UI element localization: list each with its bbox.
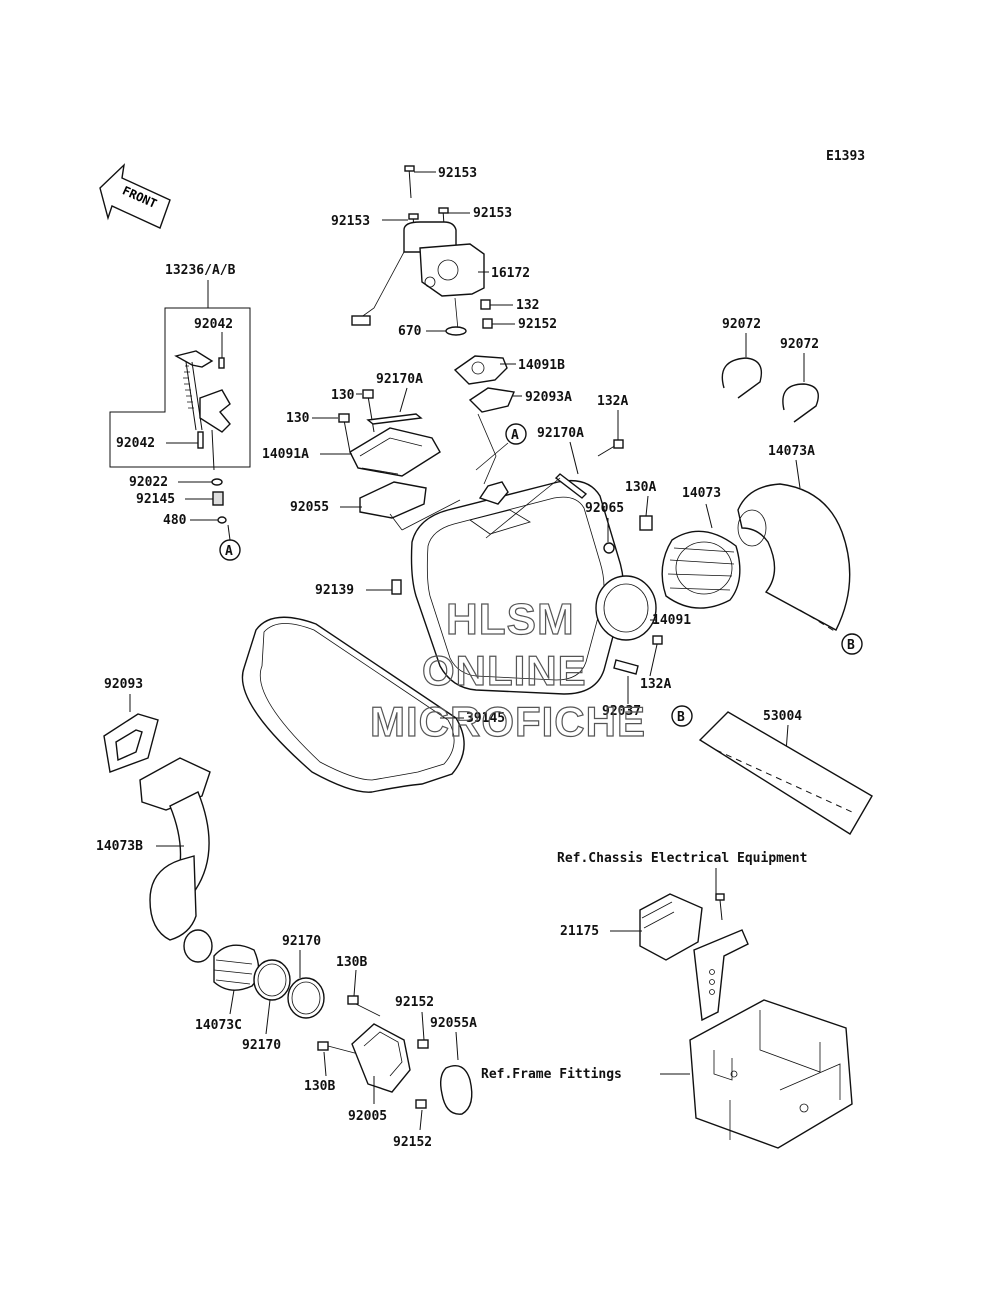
label-132a-top: 132A [597,394,628,409]
label-92055: 92055 [290,500,329,515]
label-92152-top: 92152 [518,317,557,332]
label-92072-right: 92072 [780,337,819,352]
label-130-mid: 130 [286,411,310,426]
front-arrow-icon: FRONT [99,163,171,229]
label-92037: 92037 [602,704,641,719]
label-92153-right: 92153 [473,206,512,221]
watermark-line-3: MICROFICHE [370,698,646,745]
label-130a: 130A [625,480,656,495]
ref-frame-fittings: Ref.Frame Fittings [481,1067,622,1082]
label-92152-bottom: 92152 [393,1135,432,1150]
label-92170-lower: 92170 [242,1038,281,1053]
label-92065: 92065 [585,501,624,516]
diagram-code: E1393 [826,149,865,164]
label-16172: 16172 [491,266,530,281]
label-53004: 53004 [763,709,802,724]
label-21175: 21175 [560,924,599,939]
label-92005: 92005 [348,1109,387,1124]
label-92093: 92093 [104,677,143,692]
label-14073a: 14073A [768,444,815,459]
label-130b-bottom: 130B [304,1079,335,1094]
label-92153-left: 92153 [331,214,370,229]
strip-53004: B 53004 [671,705,873,835]
ref-chassis-electrical: Ref.Chassis Electrical Equipment [557,851,807,866]
label-92170a-right: 92170A [537,426,584,441]
label-92055a: 92055A [430,1016,477,1031]
cover-14091a-group: 130 92170A 130 14091A 92055 [262,372,461,531]
label-92042-top: 92042 [194,317,233,332]
label-92145: 92145 [136,492,175,507]
callout-b-right [841,633,863,655]
watermark-line-1: HLSM [446,595,575,644]
label-92139: 92139 [315,583,354,598]
label-39145: 39145 [466,711,505,726]
callout-a-left [219,539,241,561]
duct-14073: 14073 [661,486,741,609]
watermark-line-2: ONLINE [422,647,587,694]
label-92042-bottom: 92042 [116,436,155,451]
label-14091: 14091 [652,613,691,628]
label-92072-left: 92072 [722,317,761,332]
label-13236: 13236/A/B [165,263,236,278]
label-132: 132 [516,298,539,313]
label-92170-upper: 92170 [282,934,321,949]
label-480: 480 [163,513,187,528]
actuator-assembly: 92153 92153 92153 16172 132 670 92152 [331,165,572,485]
watermark: HLSM ONLINE MICROFICHE [369,594,646,745]
callout-a-left-text: A [225,544,233,559]
elbow-duct-14073a: 14073A B [737,444,863,655]
label-132a-bottom: 132A [640,677,671,692]
label-14091b: 14091B [518,358,565,373]
label-92170a-top: 92170A [376,372,423,387]
drive-belt-39145: 39145 [241,616,505,793]
callout-a-center [505,423,527,445]
label-130-top: 130 [331,388,355,403]
label-130b-top: 130B [336,955,367,970]
label-670: 670 [398,324,422,339]
label-14091a: 14091A [262,447,309,462]
label-14073b: 14073B [96,839,143,854]
callout-b-strip-text: B [677,710,685,725]
air-intake-assembly: 92093 14073B 14073C 92170 92170 130B 130… [96,677,477,1150]
label-14073: 14073 [682,486,721,501]
label-92022: 92022 [129,475,168,490]
label-14073c: 14073C [195,1018,242,1033]
label-92153-top: 92153 [438,166,477,181]
label-92152-mid: 92152 [395,995,434,1010]
callout-b-right-text: B [847,638,855,653]
chassis-bracket-group: Ref.Chassis Electrical Equipment 21175 R… [481,851,853,1149]
shift-assembly: 13236/A/B 92042 92042 92022 92145 480 A [109,263,251,561]
callout-b-strip [671,705,693,727]
label-92093a: 92093A [525,390,572,405]
callout-a-center-text: A [511,428,519,443]
clutch-cover: 14091 [410,479,691,695]
